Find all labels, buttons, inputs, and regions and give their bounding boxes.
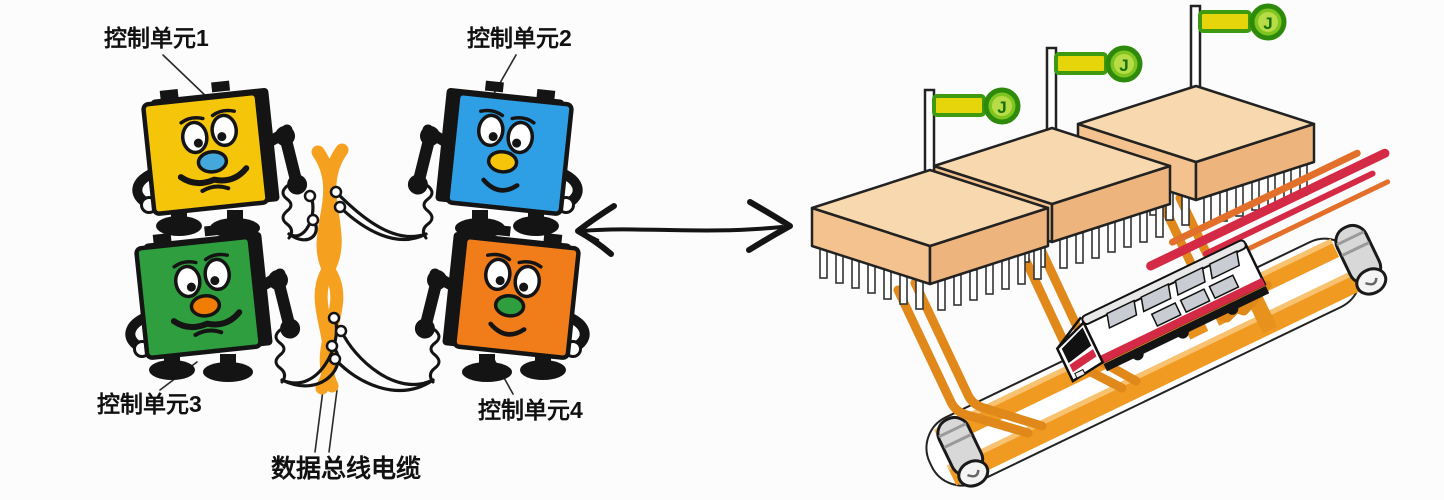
mouth-smile: [481, 177, 520, 193]
double-arrow-icon: [575, 199, 793, 257]
eye-right: [210, 113, 238, 148]
train-group: [1055, 148, 1391, 383]
leader-line-unit1: [162, 54, 211, 101]
cable-terminal-rings: [303, 185, 348, 366]
flag-icon: J: [932, 87, 1021, 125]
bus-cable-label: 数据总线电缆: [271, 454, 421, 483]
front-stripe: [1069, 349, 1097, 373]
control-unit-3-label: 控制单元3: [97, 391, 202, 417]
side-stripe: [1099, 277, 1266, 364]
flag-icon: J: [1198, 3, 1287, 41]
telephone-handset-icon: [275, 126, 308, 195]
phone-cord: [281, 184, 294, 240]
mouth-frown: [200, 184, 231, 193]
phone-wires: [280, 185, 435, 392]
undercarriage: [1103, 286, 1270, 372]
control-unit-2-figure: [407, 80, 583, 240]
leader-line-bus-1: [314, 389, 324, 453]
chip-pins: [819, 247, 1042, 311]
arrowhead-right: [746, 199, 793, 253]
control-unit-3-figure: [125, 224, 301, 384]
windshield: [1061, 327, 1092, 364]
arrowhead-left: [575, 203, 617, 257]
control-unit-2-label: 控制单元2: [467, 25, 572, 51]
trace-chip1-a: [893, 285, 1033, 438]
mouth-frown: [193, 328, 224, 337]
phone-cord: [428, 328, 441, 384]
flag-icon: J: [1054, 45, 1143, 83]
control-unit-4-figure: [414, 224, 590, 384]
eye-left: [180, 120, 209, 155]
flag-letter: J: [997, 98, 1006, 117]
telephone-handset-icon: [414, 270, 447, 339]
control-unit-4-label: 控制单元4: [478, 397, 583, 423]
speed-stripes: [1146, 148, 1391, 271]
track-roller-right: [1334, 223, 1388, 296]
phone-cord: [421, 184, 434, 240]
mouth-smile: [488, 321, 527, 337]
eyebrows: [179, 108, 236, 125]
band-tab: [1186, 323, 1209, 340]
labels: 控制单元1 控制单元2 控制单元3 控制单元4 数据总线电缆: [97, 25, 583, 483]
band-near: [946, 271, 1361, 486]
train: [1055, 239, 1270, 383]
foot-left: [156, 216, 202, 236]
wire-unit4-b: [334, 358, 435, 392]
chip-face-top: [1076, 84, 1316, 164]
nose: [189, 293, 222, 318]
unit-body: [134, 224, 273, 360]
flag-letter: J: [1119, 56, 1128, 75]
telephone-handset-icon: [407, 126, 440, 195]
mustache: [177, 165, 250, 187]
unit-body: [435, 80, 574, 216]
headlight: [1074, 368, 1086, 379]
unit-body: [442, 224, 581, 360]
telephone-handset-icon: [268, 270, 301, 339]
chip-face-top: [810, 168, 1050, 248]
wire-unit3-b: [280, 345, 340, 388]
wire-unit4-a: [340, 330, 435, 387]
phone-cord: [274, 328, 287, 384]
trace-chip1-b: [910, 278, 1047, 431]
nose: [196, 149, 229, 174]
control-unit-1-label: 控制单元1: [104, 25, 209, 51]
flag-letter: J: [1263, 14, 1272, 33]
unit-body: [141, 80, 280, 216]
control-module-1: J: [810, 87, 1050, 311]
mustache: [170, 309, 243, 331]
nose: [493, 293, 526, 318]
wire-unit2-a: [335, 191, 428, 238]
nose: [486, 149, 519, 174]
leader-line-bus-2: [328, 389, 338, 453]
chip-face-top: [932, 126, 1172, 206]
control-unit-1-figure: [132, 80, 308, 240]
wire-unit2-b: [339, 206, 428, 242]
track-roller-left: [936, 415, 990, 488]
